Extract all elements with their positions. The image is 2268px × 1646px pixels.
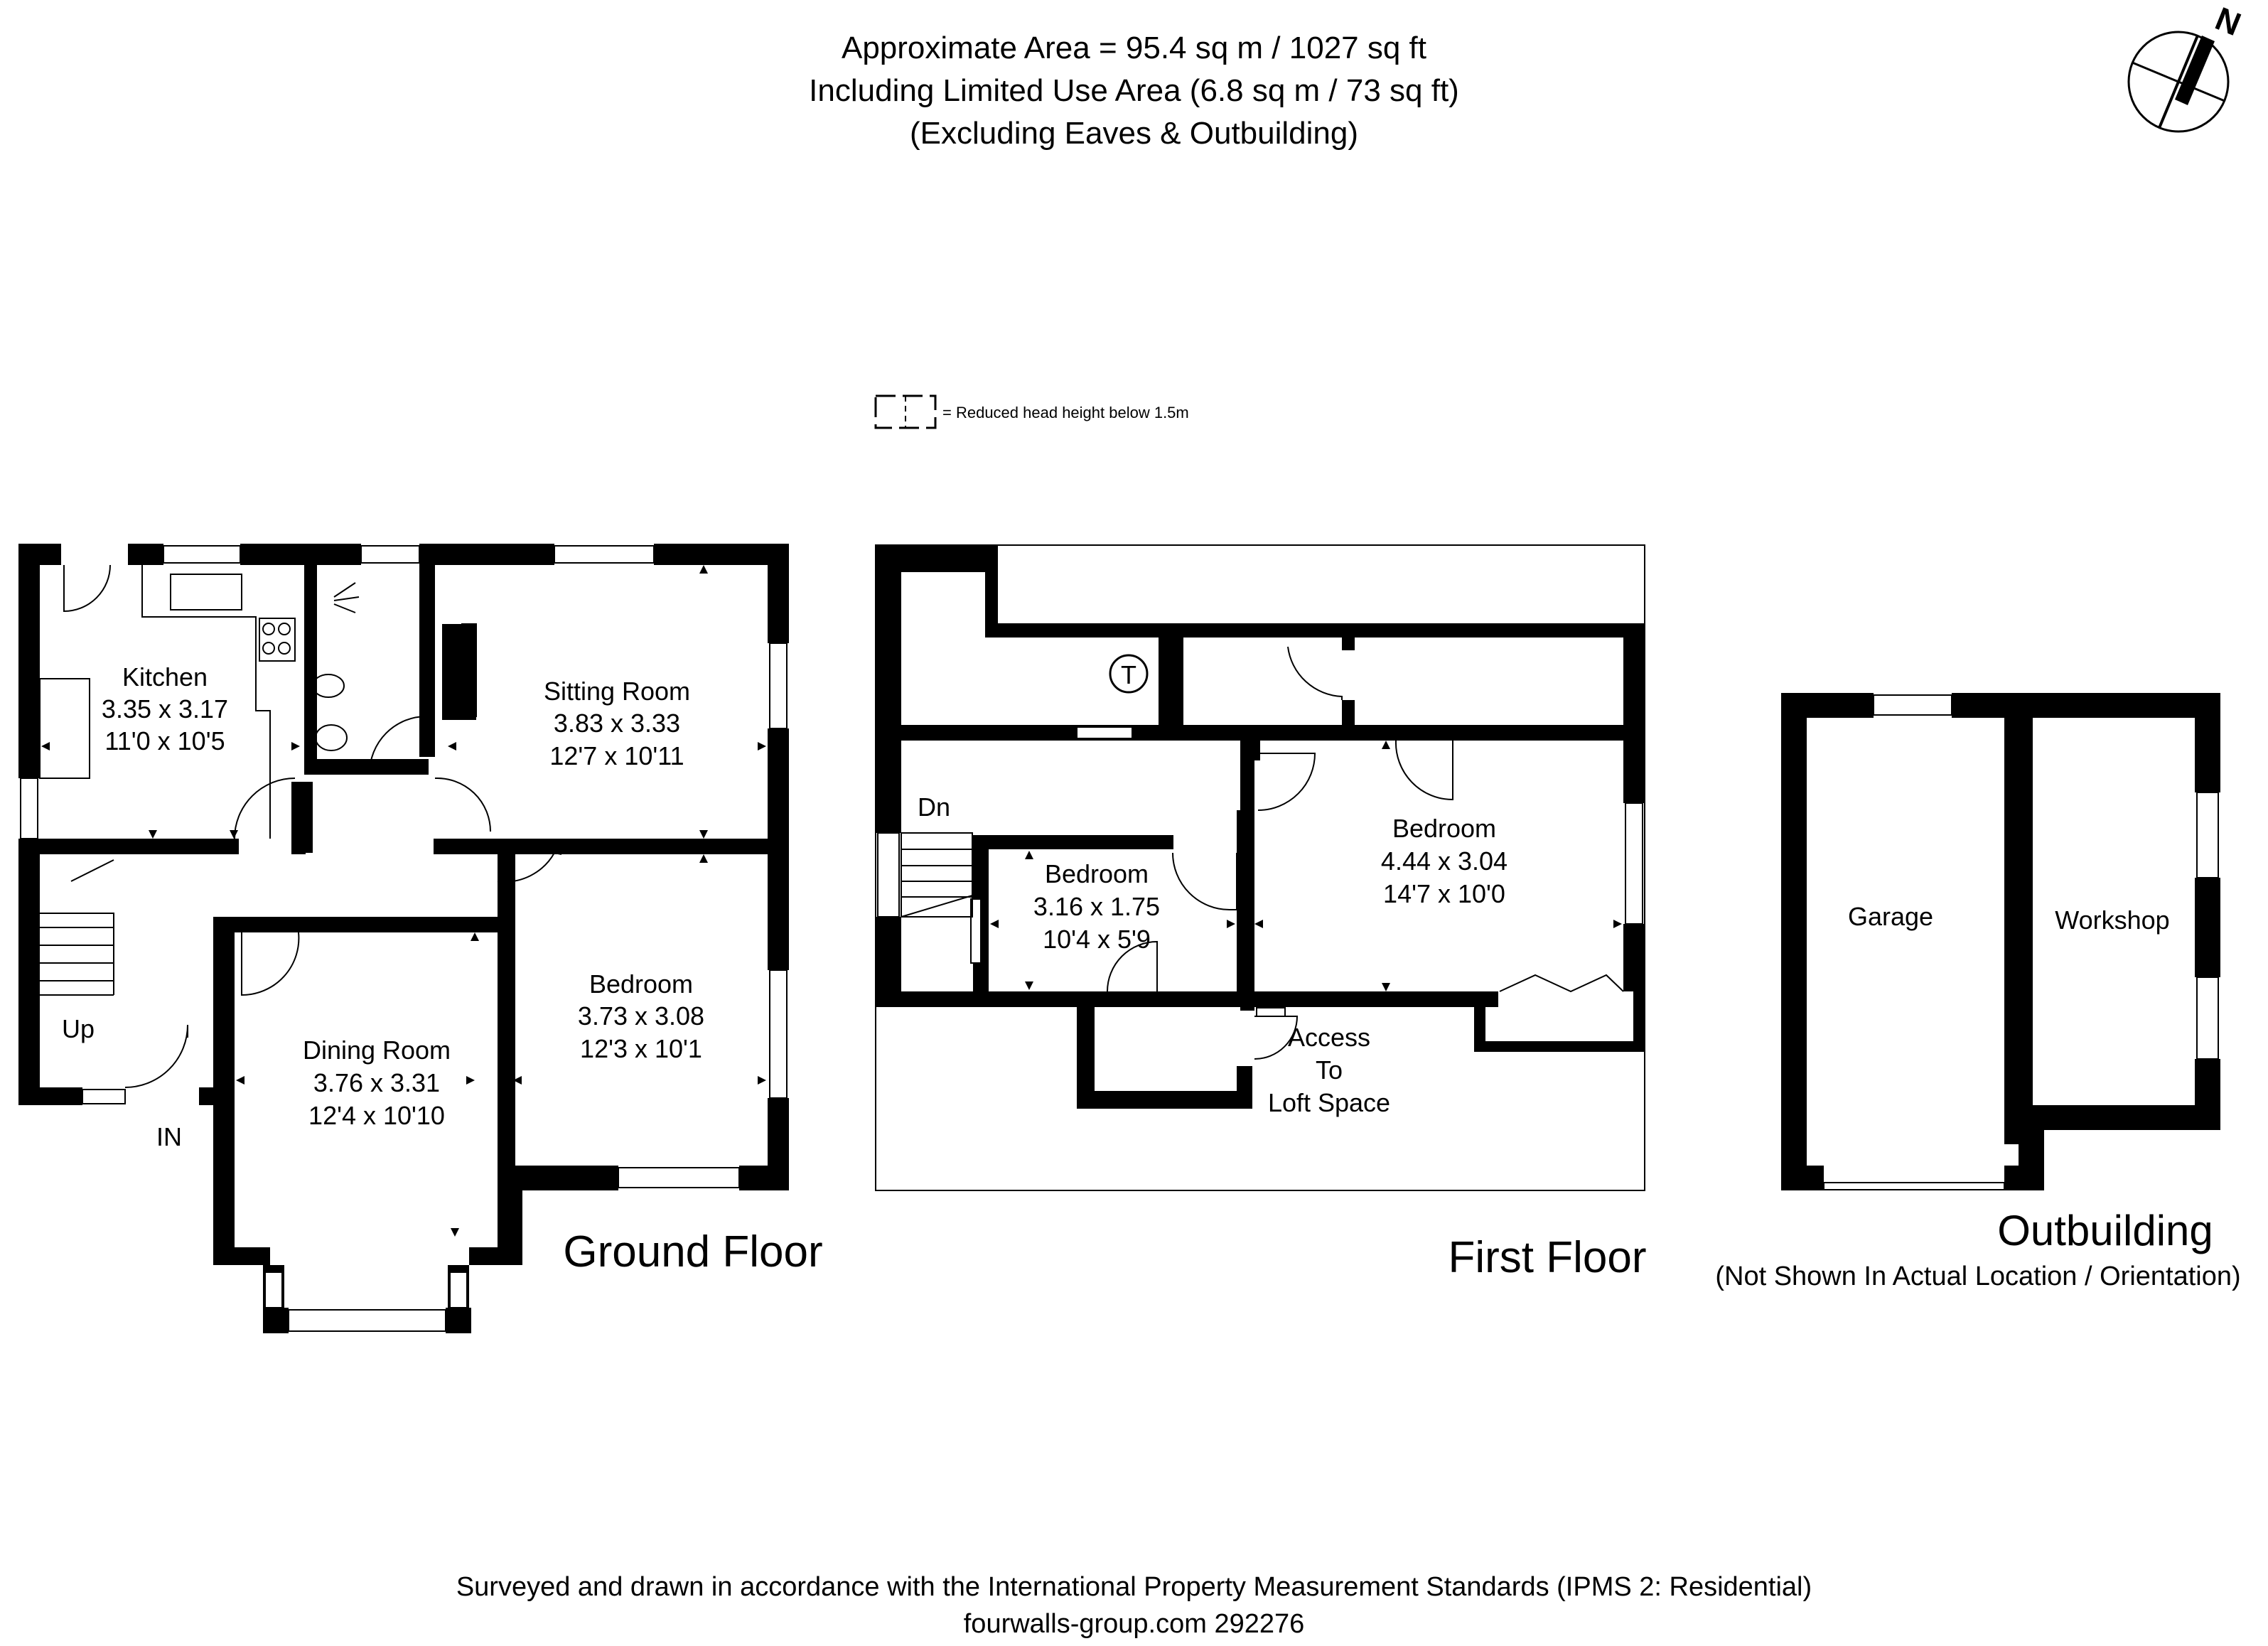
first-dimension-ticks <box>990 741 1622 991</box>
ipms-statement: Surveyed and drawn in accordance with th… <box>456 1572 1812 1602</box>
room-metric-bedroom-small: 3.16 x 1.75 <box>1033 892 1160 921</box>
room-metric-ground-bedroom: 3.73 x 3.08 <box>578 1001 704 1031</box>
room-metric-sitting: 3.83 x 3.33 <box>554 709 680 738</box>
area-summary-line2: Including Limited Use Area (6.8 sq m / 7… <box>809 73 1459 108</box>
first-floor-doors <box>1107 646 1624 1060</box>
ground-floor-windows <box>20 545 788 1332</box>
ground-stairs-icon <box>40 859 114 996</box>
room-name-bedroom-small: Bedroom <box>1045 859 1149 888</box>
loft-access-line2: To <box>1316 1055 1343 1085</box>
loft-access-line1: Access <box>1288 1023 1370 1052</box>
room-name-garage: Garage <box>1848 902 1933 931</box>
outbuilding-plan: Garage Workshop Outbuilding (Not Shown I… <box>1715 693 2241 1291</box>
area-summary-line3: (Excluding Eaves & Outbuilding) <box>910 116 1358 151</box>
ground-floor-walls <box>18 544 789 1333</box>
room-imperial-sitting: 12'7 x 10'11 <box>549 741 684 770</box>
outbuilding-windows <box>1823 694 2219 1190</box>
room-name-sitting: Sitting Room <box>544 677 690 706</box>
room-imperial-kitchen: 11'0 x 10'5 <box>104 726 225 755</box>
legend-text: = Reduced head height below 1.5m <box>942 404 1189 421</box>
stairs-up-label: Up <box>62 1014 95 1043</box>
toilet-icon <box>312 674 345 698</box>
room-metric-dining: 3.76 x 3.31 <box>313 1068 440 1097</box>
room-imperial-dining: 12'4 x 10'10 <box>308 1101 445 1130</box>
first-floor-plan: T Bedroom 4.44 x 3.04 14'7 x 10'0 Bedroo… <box>875 544 1647 1282</box>
room-name-dining: Dining Room <box>303 1036 451 1065</box>
loft-access-line3: Loft Space <box>1268 1088 1390 1117</box>
stairs-down-label: Dn <box>918 792 950 822</box>
first-floor-walls <box>876 545 1645 1109</box>
outbuilding-walls <box>1781 693 2220 1190</box>
ground-floor-doors <box>63 564 562 1088</box>
outbuilding-title: Outbuilding <box>1997 1207 2213 1254</box>
room-metric-kitchen: 3.35 x 3.17 <box>102 694 228 724</box>
kitchen-worktop <box>39 565 477 839</box>
sink-icon <box>170 574 242 610</box>
room-name-bedroom-large: Bedroom <box>1392 814 1496 843</box>
ground-floor-title: Ground Floor <box>563 1227 822 1276</box>
room-imperial-bedroom-large: 14'7 x 10'0 <box>1383 879 1505 908</box>
shower-icon <box>333 582 360 613</box>
website-reference: fourwalls-group.com 292276 <box>963 1609 1305 1639</box>
room-name-workshop: Workshop <box>2055 905 2169 935</box>
outbuilding-subtitle: (Not Shown In Actual Location / Orientat… <box>1715 1262 2240 1291</box>
room-name-ground-bedroom: Bedroom <box>589 969 693 999</box>
room-name-kitchen: Kitchen <box>122 662 208 692</box>
room-imperial-ground-bedroom: 12'3 x 10'1 <box>580 1034 702 1063</box>
north-arrow-icon: N <box>2127 0 2246 133</box>
area-summary-line1: Approximate Area = 95.4 sq m / 1027 sq f… <box>841 31 1427 65</box>
entrance-label: IN <box>156 1122 182 1151</box>
basin-icon <box>315 724 348 751</box>
hob-icon <box>259 618 296 662</box>
room-imperial-bedroom-small: 10'4 x 5'9 <box>1043 925 1151 954</box>
ground-floor-plan: Kitchen 3.35 x 3.17 11'0 x 10'5 Sitting … <box>18 544 823 1333</box>
legend: = Reduced head height below 1.5m <box>874 394 1189 429</box>
ground-dimension-ticks <box>41 565 766 1237</box>
first-floor-windows <box>877 726 1643 1017</box>
water-tank-icon <box>1109 654 1149 694</box>
first-floor-title: First Floor <box>1449 1233 1647 1282</box>
room-metric-bedroom-large: 4.44 x 3.04 <box>1381 846 1507 876</box>
compass-north-label: N <box>2210 0 2246 43</box>
tank-label: T <box>1121 660 1136 689</box>
first-stairs-icon <box>901 832 973 918</box>
